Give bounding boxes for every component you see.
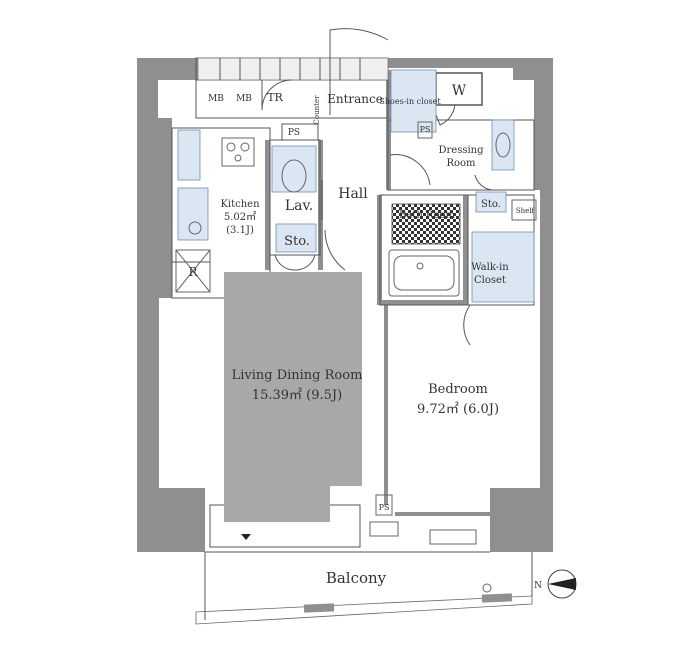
label-kitchen-3: (3.1J) [226,225,254,236]
label-ps-top: PS [288,128,300,138]
label-w: W [452,83,467,99]
label-dressing-room-1: Dressing [438,145,484,156]
wall-left [137,118,159,488]
column-bottom-left [137,488,205,552]
compass-north-arrow-icon [547,569,577,599]
wall-bath-walkin [463,195,468,305]
wall-left-kitchen [159,118,172,298]
label-counter: Counter [313,95,321,125]
triangle-marker-icon [241,534,251,540]
walls [137,58,553,552]
label-living-2: 15.39㎡ (9.5J) [252,388,342,403]
label-shoes-in-closet: Shoes-in closet [379,97,441,106]
label-r: R [188,265,198,279]
labels: MB MB TR Counter Entrance Shoes-in close… [188,83,542,591]
door-swing-icon [172,28,493,346]
label-ps-entry: PS [420,125,431,134]
label-ps-bottom: PS [379,503,390,512]
fixtures [175,69,537,545]
label-bedroom-2: 9.72㎡ (6.0J) [417,402,499,417]
wall-bed-living [384,305,388,505]
column-top-left [137,58,198,118]
label-kitchen-2: 5.02㎡ [224,211,256,223]
balcony-rail [195,552,533,625]
label-sto-lav: Sto. [284,234,310,249]
sto-lav-box [275,223,317,253]
label-dressing-room-2: Room [446,158,476,169]
wall-kitchen-lav [265,140,270,270]
label-mb1: MB [208,94,224,104]
label-lav: Lav. [285,198,313,214]
wall-bed-bottom [395,512,495,516]
bathtub [388,249,460,297]
label-hall: Hall [338,186,368,202]
label-walk-in-2: Closet [474,275,506,286]
fridge-box [175,249,211,293]
stove [221,137,255,167]
column-top-right [513,58,553,118]
living-dining-floor [224,272,362,522]
label-walk-in-1: Walk-in [471,262,509,273]
label-entrance: Entrance [327,92,383,106]
wall-right [534,118,553,488]
label-bath-room: Bath Room [399,210,456,221]
label-living-1: Living Dining Room [232,368,363,383]
label-bedroom-1: Bedroom [428,382,488,397]
label-tr: TR [267,91,283,104]
entry-strip [197,57,389,81]
washbasin [271,145,317,193]
label-compass-n: N [534,581,542,591]
label-kitchen-1: Kitchen [220,199,260,210]
wall-bath-bottom [378,300,468,305]
wall-top-right [388,58,514,68]
column-bottom-right [490,488,553,552]
label-balcony: Balcony [326,569,387,587]
label-mb2: MB [236,94,252,104]
kitchen-sink [177,187,209,241]
label-shelf: Shelf [516,207,536,215]
label-sto-right: Sto. [481,199,501,210]
